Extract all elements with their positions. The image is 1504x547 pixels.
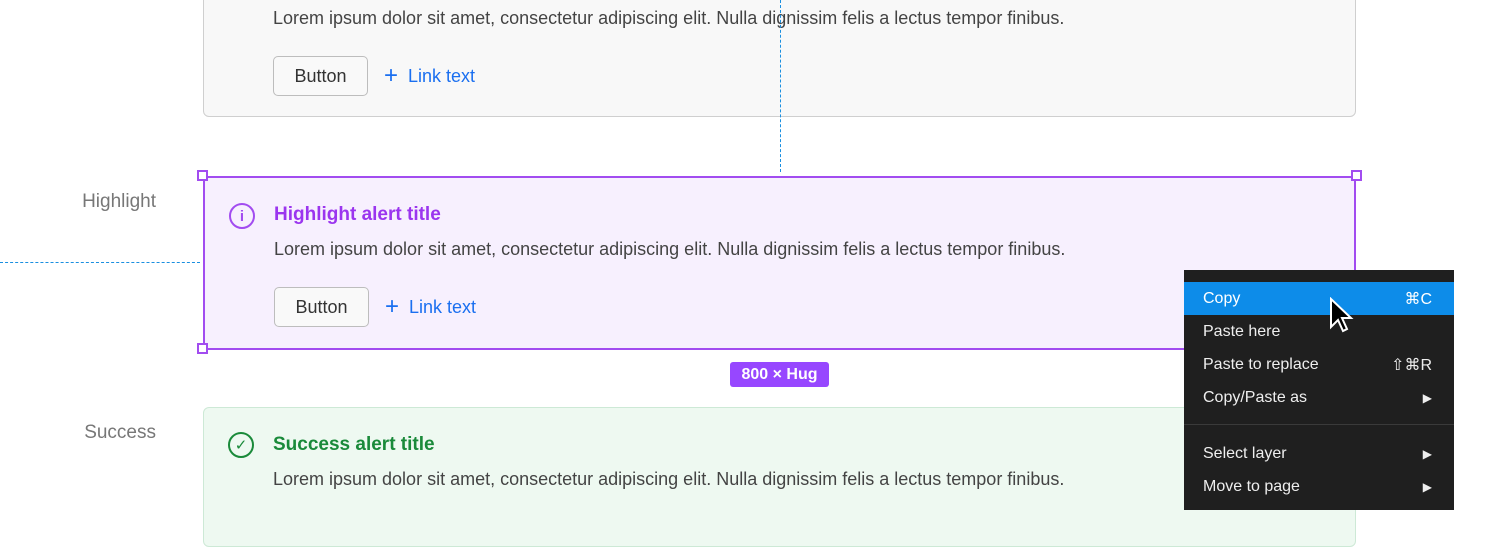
plus-icon: + (384, 62, 399, 89)
alert-body: Lorem ipsum dolor sit amet, consectetur … (273, 8, 1065, 28)
menu-item-move-to-page[interactable]: Move to page ▶ (1184, 470, 1454, 503)
submenu-arrow-icon: ▶ (1422, 479, 1432, 494)
menu-label: Copy (1203, 289, 1241, 307)
alert-link[interactable]: + Link text (384, 64, 475, 88)
neutral-alert-card: Lorem ipsum dolor sit amet, consectetur … (203, 0, 1356, 117)
alert-body: Lorem ipsum dolor sit amet, consectetur … (273, 469, 1065, 489)
resize-handle-tl[interactable] (197, 170, 208, 181)
context-menu: Copy ⌘C Paste here Paste to replace ⇧⌘R Co… (1184, 270, 1454, 510)
highlight-alert-card[interactable]: i Highlight alert title Lorem ipsum dolo… (203, 176, 1356, 350)
highlight-label: Highlight (82, 191, 156, 212)
link-label: Link text (408, 65, 476, 86)
resize-handle-tr[interactable] (1351, 170, 1362, 181)
menu-item-select-layer[interactable]: Select layer ▶ (1184, 437, 1454, 470)
menu-label: Select layer (1203, 444, 1287, 462)
alert-button[interactable]: Button (273, 56, 368, 96)
submenu-arrow-icon: ▶ (1422, 390, 1432, 405)
menu-item-paste-to-replace[interactable]: Paste to replace ⇧⌘R (1184, 348, 1454, 381)
resize-handle-bl[interactable] (197, 343, 208, 354)
menu-separator (1184, 424, 1454, 425)
alert-link[interactable]: + Link text (385, 295, 476, 319)
plus-icon: + (385, 293, 400, 320)
guide-vertical (780, 0, 781, 172)
submenu-arrow-icon: ▶ (1422, 446, 1432, 461)
size-badge: 800 × Hug (730, 362, 829, 387)
alert-button[interactable]: Button (274, 287, 369, 327)
menu-label: Paste to replace (1203, 355, 1319, 373)
menu-item-copy-paste-as[interactable]: Copy/Paste as ▶ (1184, 381, 1454, 414)
check-circle-icon: ✓ (228, 432, 254, 458)
mouse-cursor-icon (1330, 297, 1354, 333)
alert-title: Highlight alert title (274, 204, 441, 225)
alert-body: Lorem ipsum dolor sit amet, consectetur … (274, 239, 1066, 259)
menu-shortcut: ⌘C (1404, 290, 1432, 308)
guide-horizontal (0, 262, 200, 263)
menu-item-copy[interactable]: Copy ⌘C (1184, 282, 1454, 315)
menu-item-paste-here[interactable]: Paste here (1184, 315, 1454, 348)
success-label: Success (84, 422, 156, 443)
info-icon: i (229, 203, 255, 229)
link-label: Link text (409, 296, 477, 317)
alert-title: Success alert title (273, 434, 435, 455)
menu-label: Copy/Paste as (1203, 388, 1308, 406)
menu-label: Move to page (1203, 477, 1300, 495)
menu-shortcut: ⇧⌘R (1391, 356, 1432, 374)
menu-label: Paste here (1203, 322, 1281, 340)
